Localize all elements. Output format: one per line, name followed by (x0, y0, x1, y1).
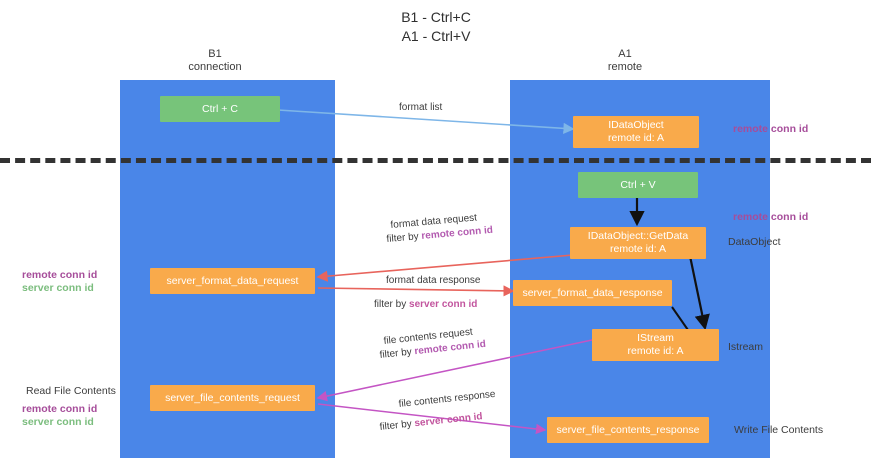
box-ctrl-c-label: Ctrl + C (202, 102, 238, 115)
side-label-left-server-conn-id: server conn id (22, 282, 94, 294)
label-format-list: format list (399, 102, 443, 113)
side-label-write-file-contents: Write File Contents (734, 424, 824, 436)
box-server-file-contents-request-label: server_file_contents_request (165, 391, 300, 404)
box-ctrl-v-label: Ctrl + V (620, 178, 656, 191)
side-label-left-remote-conn-id-2: remote conn id (22, 403, 98, 415)
box-server-file-contents-request[interactable]: server_file_contents_request (150, 385, 315, 411)
page-title: B1 - Ctrl+C A1 - Ctrl+V (401, 9, 471, 44)
side-label-read-file-contents: Read File Contents (26, 385, 116, 397)
side-label-left-server-conn-id-2: server conn id (22, 416, 94, 428)
filter-prefix: filter by (379, 346, 416, 361)
label-file-contents-response: file contents response (398, 388, 496, 412)
filter-key-server-conn-id: server conn id (409, 299, 478, 310)
box-server-format-data-request-label: server_format_data_request (166, 274, 299, 287)
filter-prefix: filter by (379, 418, 416, 433)
lane-title-a1: A1 remote (607, 48, 643, 73)
filter-prefix: filter by (386, 230, 422, 245)
box-server-format-data-response-label: server_format_data_response (522, 286, 663, 299)
side-label-left-remote-conn-id: remote conn id (22, 269, 98, 281)
label-file-contents-response-text: file contents response (398, 388, 497, 410)
box-getdata[interactable]: IDataObject::GetData remote id: A (570, 227, 706, 259)
side-label-istream: Istream (728, 341, 764, 353)
box-getdata-line1: IDataObject::GetData (587, 230, 689, 242)
box-server-file-contents-response-label: server_file_contents_response (556, 423, 700, 436)
label-format-data-response-filter: filter by server conn id (374, 298, 477, 312)
box-idataobject-line1: IDataObject (608, 119, 664, 131)
box-server-file-contents-response[interactable]: server_file_contents_response (547, 417, 709, 443)
filter-prefix: filter by (374, 299, 410, 310)
label-file-contents-response-filter: filter by server conn id (379, 410, 483, 435)
box-idataobject-line2: remote id: A (607, 132, 665, 144)
filter-key-server-conn-id: server conn id (413, 411, 484, 430)
lane-title-b1: B1 connection (188, 48, 242, 73)
box-ctrl-c[interactable]: Ctrl + C (160, 96, 280, 122)
side-label-dataobject: DataObject (728, 236, 781, 248)
box-istream-line1: IStream (637, 332, 674, 344)
phase-divider (0, 158, 871, 163)
side-label-remote-conn-id-mid: remote conn id (733, 211, 809, 223)
box-server-format-data-response[interactable]: server_format_data_response (513, 280, 672, 306)
box-getdata-line2: remote id: A (609, 243, 667, 255)
box-ctrl-v[interactable]: Ctrl + V (578, 172, 698, 198)
side-label-remote-conn-id-top: remote conn id (733, 123, 809, 135)
box-idataobject[interactable]: IDataObject remote id: A (573, 116, 699, 148)
label-format-data-response: format data response (386, 275, 481, 286)
box-server-format-data-request[interactable]: server_format_data_request (150, 268, 315, 294)
box-istream[interactable]: IStream remote id: A (592, 329, 719, 361)
box-istream-line2: remote id: A (627, 345, 684, 357)
